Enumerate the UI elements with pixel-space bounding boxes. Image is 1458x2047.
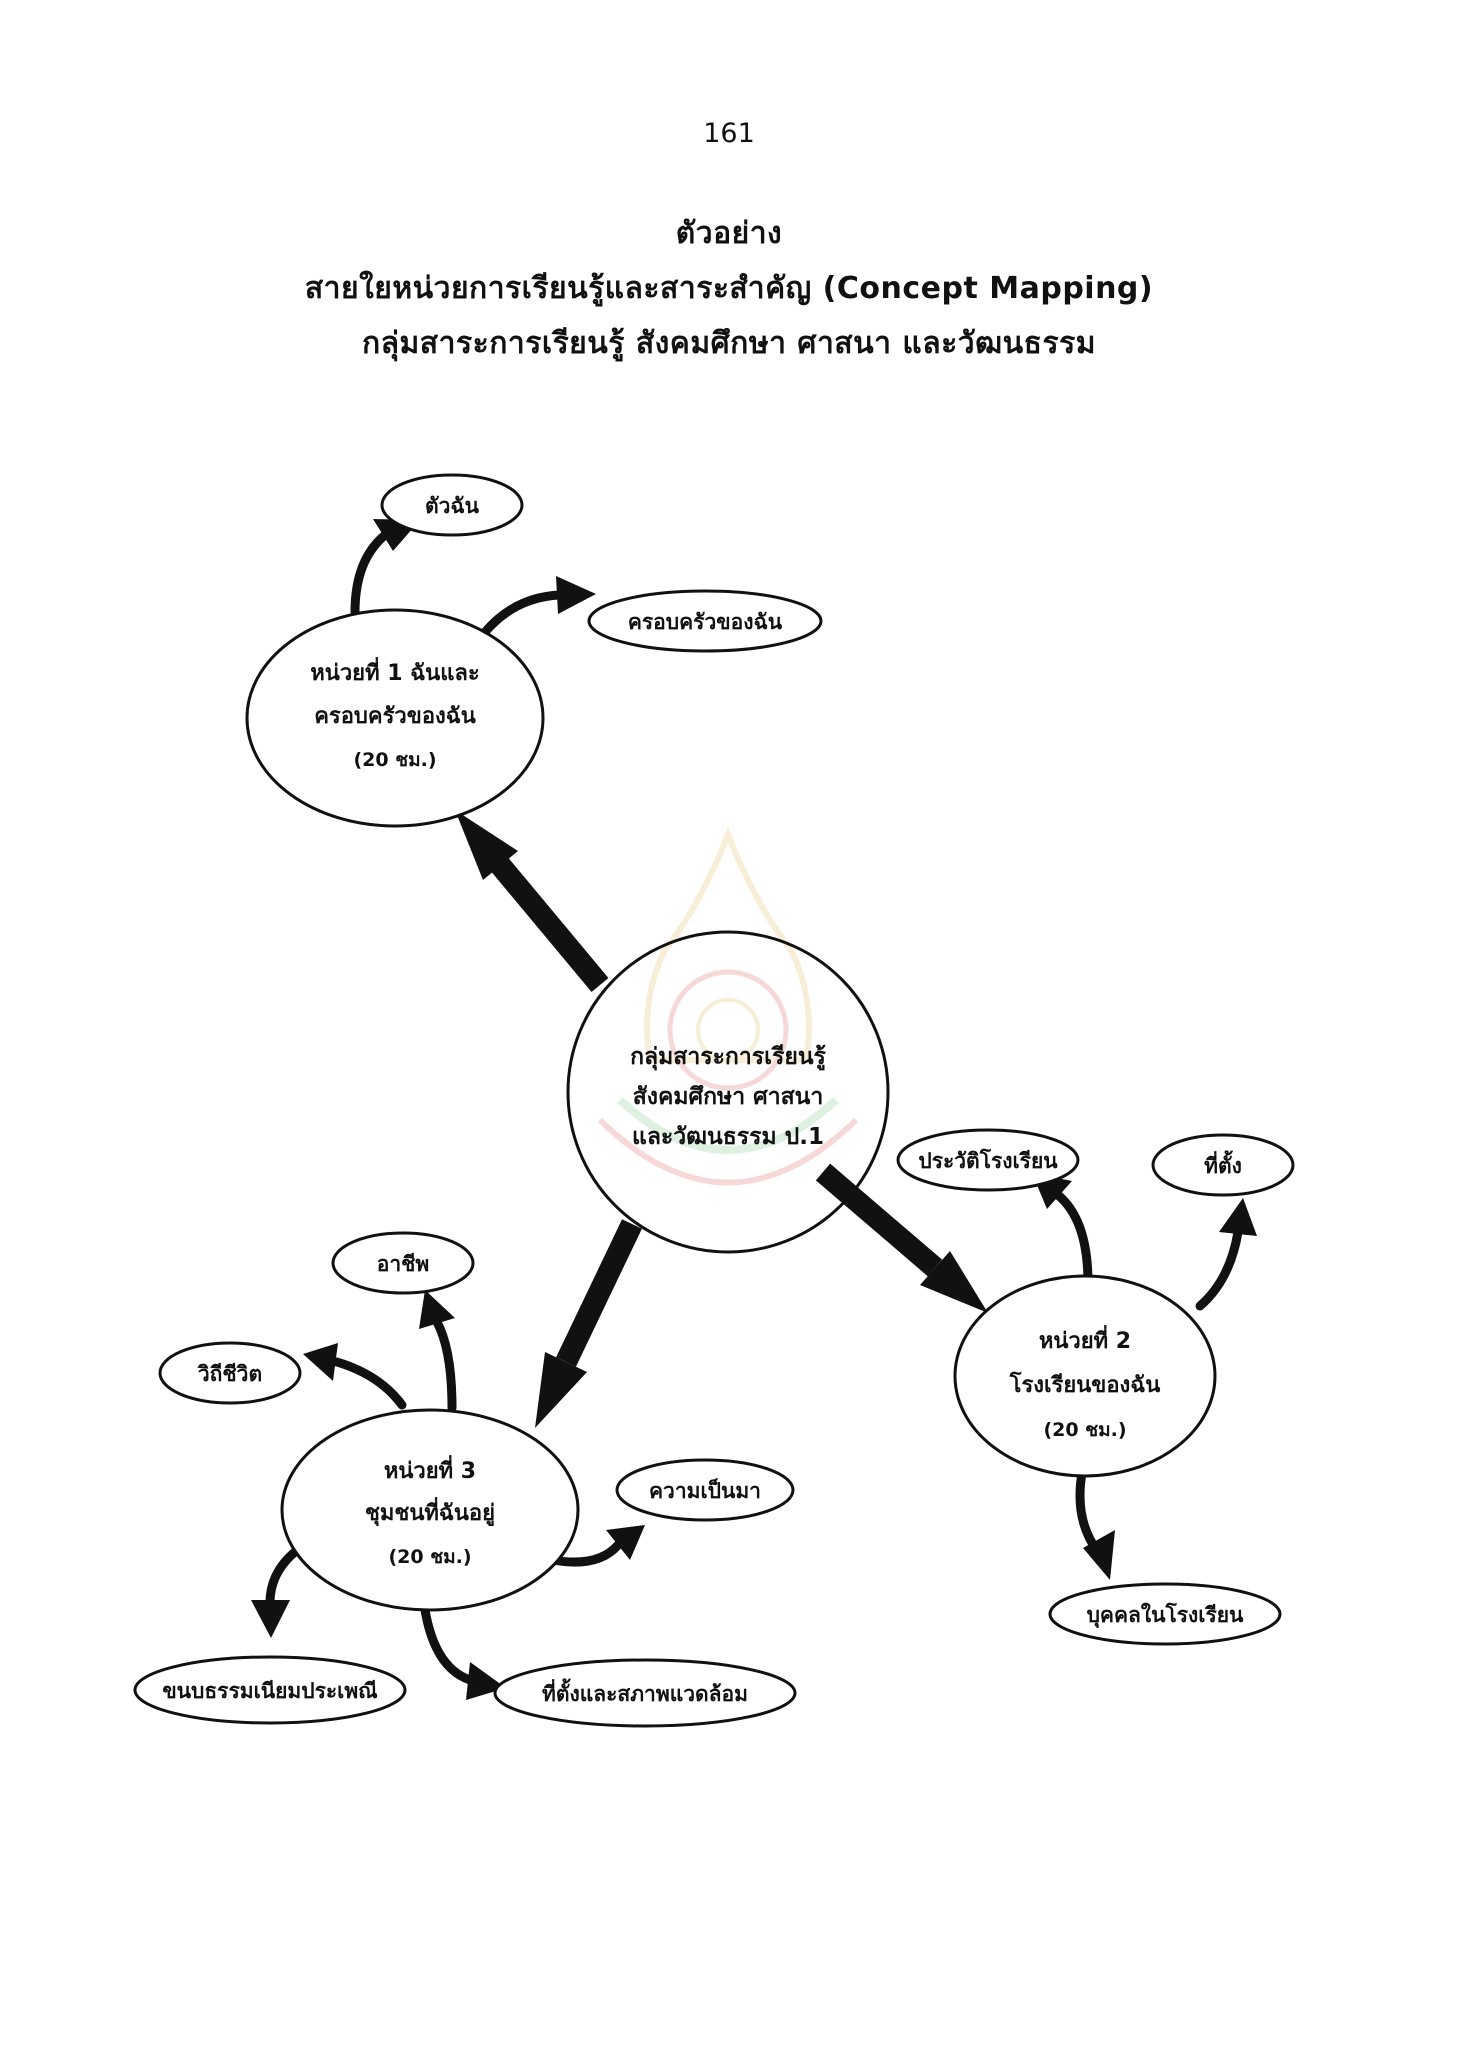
arrow-center-to-unit3-head <box>535 1352 587 1428</box>
center-line-3: และวัฒนธรรม ป.1 <box>632 1124 824 1150</box>
unit1-line-1: หน่วยที่ 1 ฉันและ <box>310 656 479 686</box>
arrow-unit1-to-family-head <box>556 576 596 614</box>
arrow-unit2-to-people-head <box>1083 1530 1115 1580</box>
topic-node <box>1048 1582 1282 1646</box>
arrow-unit3-to-background-head <box>606 1525 645 1560</box>
topic-node <box>615 1458 795 1522</box>
arrow-unit2-to-location <box>1195 1227 1243 1311</box>
heading-concept-mapping: สายใยหน่วยการเรียนรู้และสาระสำคัญ (Conce… <box>304 271 1154 306</box>
arrow-center-to-unit1-head <box>455 810 518 880</box>
topic-node <box>896 1128 1080 1192</box>
topic-self: ตัวฉัน <box>425 494 480 518</box>
arrow-unit1-to-self <box>350 530 390 617</box>
topic-people-in-school: บุคคลในโรงเรียน <box>1087 1602 1244 1629</box>
unit2-line-3: (20 ชม.) <box>1043 1419 1126 1441</box>
arrow-unit3-to-environment <box>420 1605 475 1685</box>
topic-way-of-life: วิถีชีวิต <box>197 1362 262 1386</box>
topic-occupation: อาชีพ <box>377 1252 430 1276</box>
center-line-1: กลุ่มสาระการเรียนรู้ <box>630 1044 826 1071</box>
unit3-line-1: หน่วยที่ 3 <box>384 1454 476 1484</box>
heading-subject-group: กลุ่มสาระการเรียนรู้ สังคมศึกษา ศาสนา แล… <box>361 326 1096 361</box>
unit3-line-3: (20 ชม.) <box>388 1546 471 1568</box>
topic-node <box>380 473 524 537</box>
arrow-unit3-to-lifestyle-head <box>303 1343 338 1381</box>
topic-school-location: ที่ตั้ง <box>1204 1150 1242 1178</box>
center-node <box>566 930 890 1254</box>
arrow-unit3-to-lifestyle <box>332 1357 407 1410</box>
page-number: 161 <box>703 118 755 149</box>
unit2-line-1: หน่วยที่ 2 <box>1039 1324 1131 1354</box>
unit3-node <box>280 1408 580 1612</box>
topic-customs-traditions: ขนบธรรมเนียมประเพณี <box>162 1679 378 1703</box>
arrow-unit3-to-background <box>548 1540 623 1567</box>
arrow-unit3-to-tradition-head <box>251 1600 290 1638</box>
topic-my-family: ครอบครัวของฉัน <box>628 610 783 634</box>
heading-example: ตัวอย่าง <box>675 216 783 251</box>
arrow-unit1-to-family <box>480 590 565 637</box>
unit1-line-2: ครอบครัวของฉัน <box>314 704 476 729</box>
arrow-unit3-to-occupation-head <box>419 1290 455 1329</box>
arrow-unit3-to-occupation <box>432 1317 457 1413</box>
arrow-center-to-unit2 <box>815 1163 943 1277</box>
arrow-center-to-unit2-head <box>920 1251 988 1313</box>
arrow-center-to-unit1 <box>491 857 609 993</box>
topic-location-environment: ที่ตั้งและสภาพแวดล้อม <box>542 1678 748 1706</box>
unit1-line-3: (20 ชม.) <box>353 749 436 771</box>
topic-school-history: ประวัติโรงเรียน <box>918 1148 1058 1173</box>
topic-node <box>133 1655 407 1725</box>
arrow-unit3-to-tradition <box>265 1543 305 1608</box>
topic-background: ความเป็นมา <box>649 1477 761 1503</box>
topic-node <box>587 589 823 653</box>
unit2-line-2: โรงเรียนของฉัน <box>1009 1371 1161 1398</box>
arrow-center-to-unit3 <box>556 1219 642 1367</box>
watermark-emblem <box>597 826 859 1186</box>
arrow-unit2-to-history <box>1053 1190 1093 1288</box>
unit1-node <box>245 608 545 828</box>
topic-node <box>1151 1133 1295 1197</box>
unit3-line-2: ชุมชนที่ฉันอยู่ <box>365 1496 495 1527</box>
center-line-2: สังคมศึกษา ศาสนา <box>633 1084 824 1110</box>
arrow-unit2-to-people <box>1075 1468 1103 1557</box>
unit2-node <box>953 1274 1217 1478</box>
arrow-unit2-to-location-head <box>1219 1198 1257 1236</box>
topic-node <box>493 1658 797 1728</box>
topic-node <box>331 1231 475 1295</box>
topic-node <box>158 1341 302 1405</box>
